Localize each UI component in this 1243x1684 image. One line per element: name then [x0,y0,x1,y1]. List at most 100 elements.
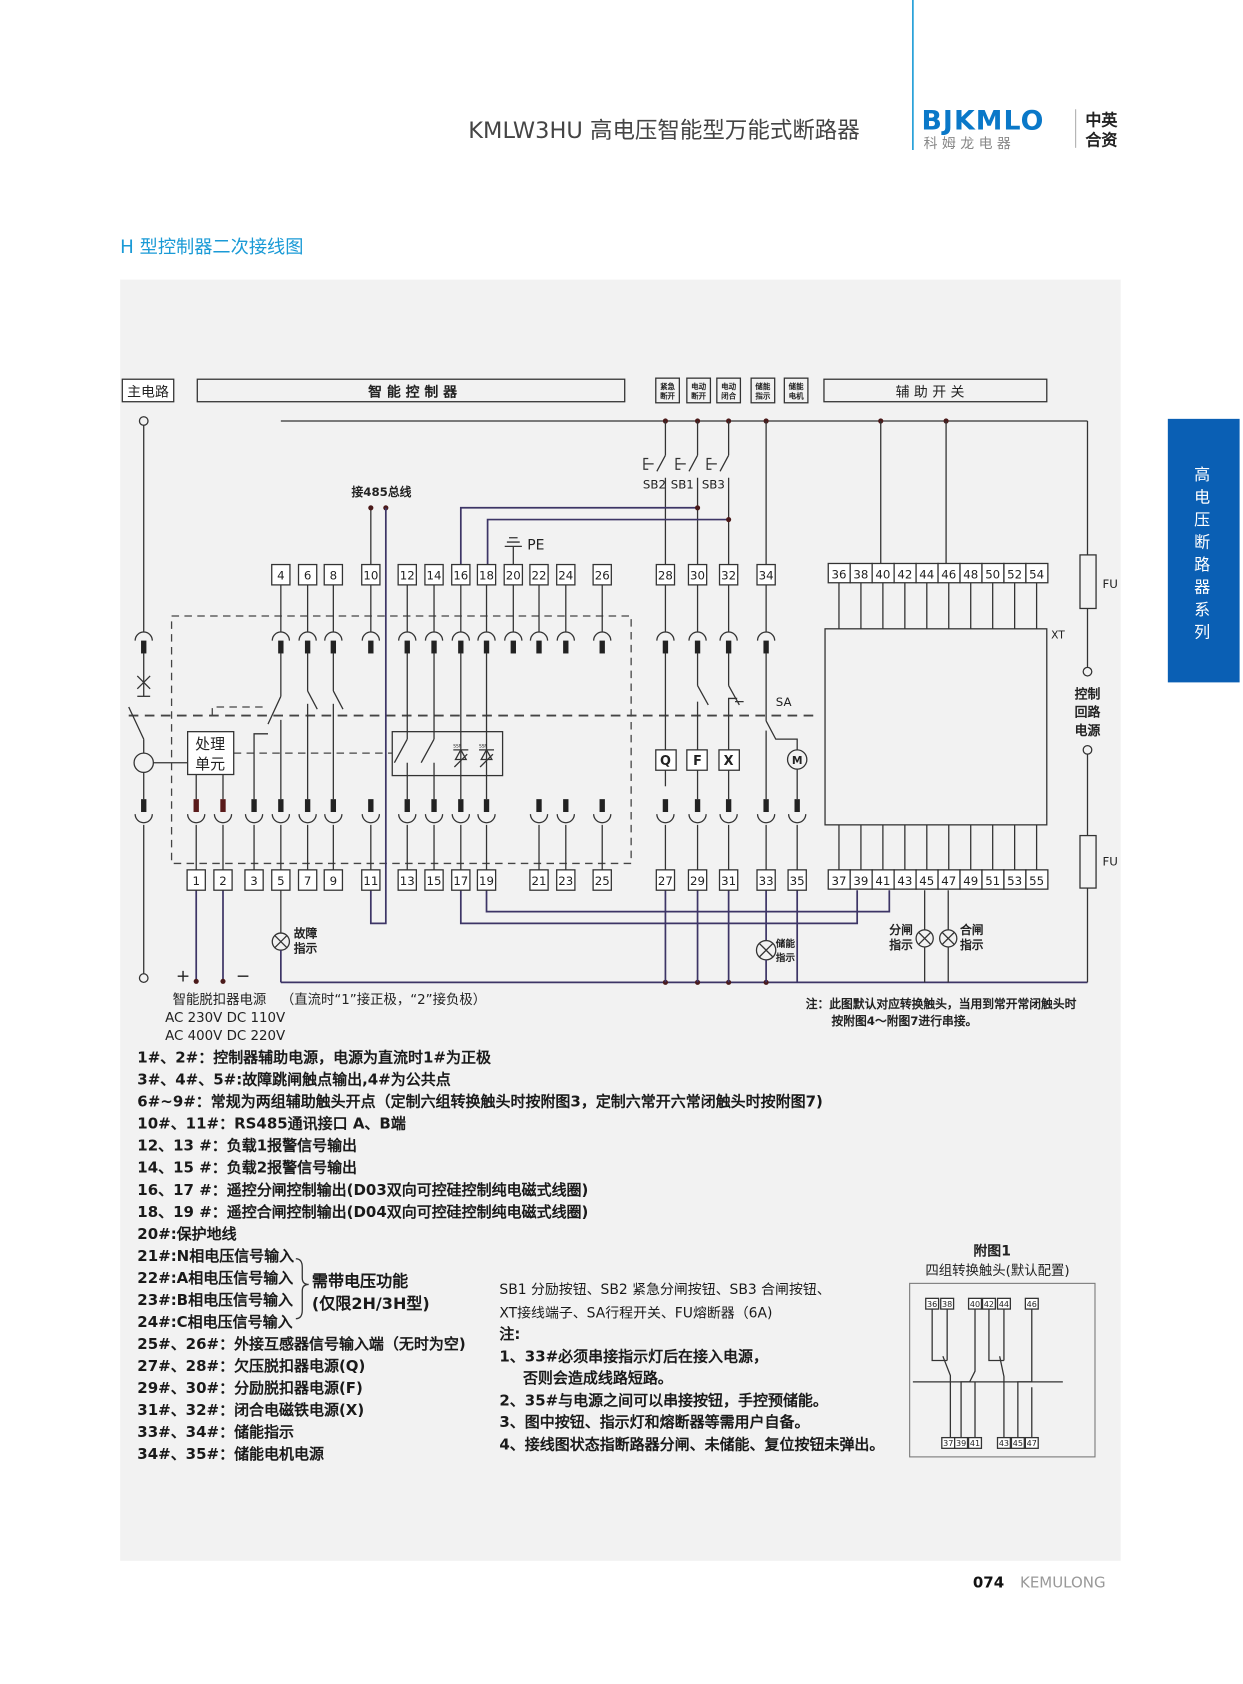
sb1-label: SB1 [671,477,694,491]
wire [727,697,738,800]
socket-pin [304,799,311,813]
junction-dot [220,978,226,984]
socket-bottom [688,814,707,824]
socket-pin [563,640,569,654]
terminal-top-label: 32 [721,569,736,583]
socket-pin [662,640,669,654]
ssr-label-2: SSR [479,744,487,750]
sb1-switch [688,454,699,565]
close-contact [728,685,744,706]
wire [917,931,932,946]
storage-indicator-label-2: 指示 [776,952,796,964]
socket-bottom [213,814,233,824]
open-indicator-label-2: 指示 [889,938,913,952]
voltage-note-1: 需带电压功能 [312,1272,408,1291]
terminal-bottom-label: 3 [250,874,257,888]
socket-pin [330,640,337,654]
terminal-description: 21#:N相电压信号输入 [137,1247,294,1265]
terminal-bottom-label: 19 [479,874,494,888]
terminal-top-label: 10 [363,569,378,583]
diagram-labels: SB2 SB1 SB3 接485总线 PE 处理 单元 SA XT FU FU … [176,477,1118,986]
socket-pin [368,640,374,654]
xt-label: XT [1051,628,1065,641]
terminal-description: 1#、2#：控制器辅助电源，电源为直流时1#为正极 [137,1049,492,1067]
coil-q-label: Q [660,754,671,769]
minus-sign: − [236,966,250,986]
aux-terminal-bottom-label: 49 [963,874,978,888]
breaker-x-icon [136,675,151,690]
terminal-bottom [297,869,318,891]
sb2-switch [656,454,667,565]
terminal-top [687,563,708,586]
terminal-bottom-label: 1 [192,874,200,888]
terminal-description: 16、17 #：遥控分闸控制输出(D03双向可控硅控制纯电磁式线圈) [137,1181,588,1199]
wire [759,943,774,958]
terminal-top [529,563,549,586]
terminal-top-label: 30 [690,569,705,583]
socket-pin [694,640,701,654]
aux-terminal-top-label: 44 [919,567,934,581]
header-small-label: 闭合 [721,391,736,401]
wire [273,934,288,949]
terminal-top [361,563,381,586]
components-line-2: XT接线端子、SA行程开关、FU熔断器（6A) [499,1305,772,1322]
terminal-bottom [787,869,807,891]
aux-terminal-bottom-label: 43 [897,874,912,888]
fig1-terminal-bottom-label: 39 [956,1439,966,1448]
terminal-top-label: 20 [506,569,521,583]
ssr-thyristor-icon [479,748,495,768]
socket-pin [536,640,542,654]
main-circuit-terminal [138,973,149,983]
terminal-bottom [687,869,708,891]
header-small-label: 断开 [660,391,675,401]
plus-sign: + [176,966,190,986]
svg-text:科 姆 龙 电 器: 科 姆 龙 电 器 [924,136,1011,152]
pe-label: PE [527,538,544,554]
legend-block: SB1 分励按钮、SB2 紧急分闸按钮、SB3 合闸按钮、 XT接线端子、SA行… [499,1282,884,1453]
terminal-bottom-label: 17 [453,874,468,888]
socket-pin [599,640,605,654]
junction-dot [368,505,374,511]
socket-pin [404,799,410,813]
terminal-bottom [361,869,381,891]
terminal-top-label: 26 [595,569,610,583]
bus485-label: 接485总线 [352,485,412,499]
side-tab-char: 断 [1194,532,1210,551]
fig1-terminal-top-label: 38 [942,1300,952,1309]
aux-terminal-top-label: 38 [853,567,868,581]
header-small-box [783,377,809,404]
shunt-contact [696,685,709,706]
coil-f-label: F [693,754,702,769]
alarm-contact [420,738,435,764]
terminal-bottom-label: 13 [400,874,415,888]
terminal-top-label: 24 [558,569,573,583]
header-main-circuit: 主电路 [127,384,169,400]
socket-bottom [477,814,496,824]
sb3-label: SB3 [702,477,725,491]
socket-bottom [756,814,776,824]
terminal-bottom-label: 31 [721,874,736,888]
socket-pin [404,640,410,654]
processing-unit-label: 处理 [195,735,225,753]
terminal-description: 24#:C相电压信号输入 [137,1313,292,1331]
socket-pin [563,799,569,813]
fig1-terminal-bottom-label: 45 [1013,1439,1023,1448]
aux-terminal-top-label: 42 [897,567,912,581]
terminal-bottom-label: 29 [690,874,705,888]
socket-bottom [324,814,343,824]
aux-terminal-top-label: 40 [875,567,890,581]
fig1-terminal-top-label: 44 [999,1300,1009,1309]
storage-indicator-label: 储能 [776,938,796,950]
terminal-top-label: 4 [277,569,285,583]
terminal-bottom [424,869,444,891]
terminal-top [655,563,676,586]
figure-1-title: 附图1 [973,1243,1011,1260]
control-power-label-2: 回路 [1075,705,1101,721]
terminal-description: 12、13 #：负载1报警信号输出 [137,1137,357,1155]
aux-contact [307,690,318,710]
header-small-label: 断开 [691,391,706,401]
aux-terminal-top-label: 50 [985,567,1000,581]
terminal-top [271,563,291,586]
terminal-description: 10#、11#：RS485通讯接口 A、B端 [137,1115,406,1133]
